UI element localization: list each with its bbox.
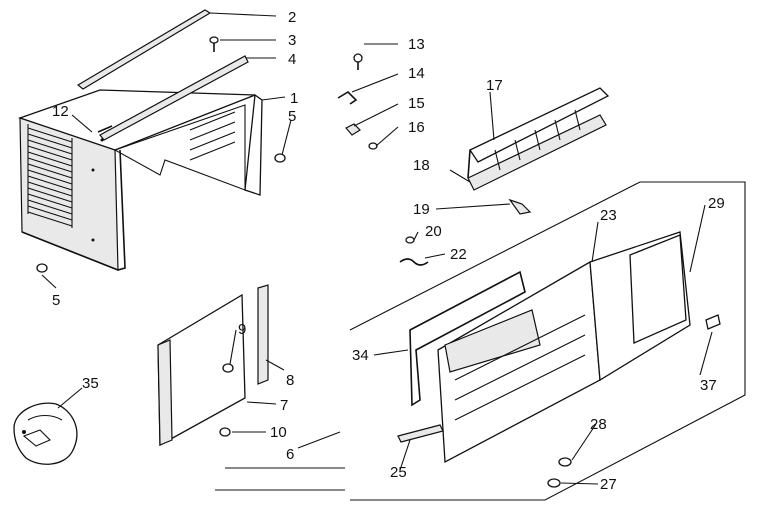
strip-part-12 bbox=[97, 125, 113, 133]
cabinet-part bbox=[17, 89, 263, 271]
label-19: 19 bbox=[413, 201, 430, 218]
top-rail-part-2 bbox=[76, 9, 212, 90]
screw-part-27-28 bbox=[547, 457, 572, 488]
part-labels: 2 3 4 1 5 12 5 13 14 15 16 17 18 19 20 2… bbox=[52, 9, 725, 493]
label-8: 8 bbox=[286, 372, 294, 389]
label-6: 6 bbox=[286, 446, 294, 463]
label-13: 13 bbox=[408, 36, 425, 53]
label-7: 7 bbox=[280, 397, 288, 414]
screw-part-5 bbox=[36, 153, 286, 273]
label-3: 3 bbox=[288, 32, 296, 49]
bracket-part-35 bbox=[13, 402, 78, 465]
label-9: 9 bbox=[238, 321, 246, 338]
label-12: 12 bbox=[52, 103, 69, 120]
rail-part-4 bbox=[99, 55, 249, 141]
label-35: 35 bbox=[82, 375, 99, 392]
label-5-lower: 5 bbox=[52, 292, 60, 309]
label-17: 17 bbox=[486, 77, 503, 94]
label-20: 20 bbox=[425, 223, 442, 240]
label-4: 4 bbox=[288, 51, 296, 68]
label-5-upper: 5 bbox=[288, 108, 296, 125]
hardware-parts bbox=[337, 53, 532, 266]
label-34: 34 bbox=[352, 347, 369, 364]
leader-lines bbox=[41, 12, 713, 485]
label-14: 14 bbox=[408, 65, 425, 82]
side-curtain-assembly bbox=[157, 284, 269, 447]
label-23: 23 bbox=[600, 207, 617, 224]
label-2: 2 bbox=[288, 9, 296, 26]
louver-assembly bbox=[467, 87, 610, 191]
label-16: 16 bbox=[408, 119, 425, 136]
base-lines bbox=[215, 467, 345, 491]
label-25: 25 bbox=[390, 464, 407, 481]
label-part-37 bbox=[705, 314, 721, 330]
label-22: 22 bbox=[450, 246, 467, 263]
label-28: 28 bbox=[590, 416, 607, 433]
label-27: 27 bbox=[600, 476, 617, 493]
gasket-part-34 bbox=[409, 270, 526, 407]
strip-part-25 bbox=[397, 424, 444, 443]
label-37: 37 bbox=[700, 377, 717, 394]
label-10: 10 bbox=[270, 424, 287, 441]
label-18: 18 bbox=[413, 157, 430, 174]
screw-part-3 bbox=[209, 36, 219, 52]
label-15: 15 bbox=[408, 95, 425, 112]
front-panel-assembly bbox=[349, 181, 746, 501]
label-1: 1 bbox=[290, 90, 298, 107]
label-29: 29 bbox=[708, 195, 725, 212]
